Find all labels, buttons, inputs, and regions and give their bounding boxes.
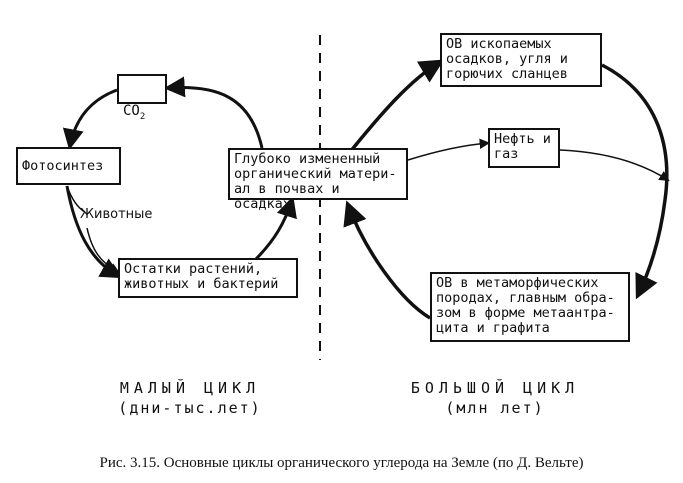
figure-caption: Рис. 3.15. Основные циклы органического … xyxy=(99,455,584,471)
arrow-deep-to-fossil xyxy=(348,59,445,154)
arrow-photosynthesis-to-remains xyxy=(65,185,122,279)
arrow-animals-to-remains xyxy=(86,227,120,274)
small-cycle-period: (дни-тыс.лет) xyxy=(118,399,262,417)
small-cycle-title: МАЛЫЙ ЦИКЛ xyxy=(119,379,261,397)
arrow-metamorphic-to-deep xyxy=(343,200,431,320)
arrow-photosynthesis-to-animals xyxy=(66,185,86,213)
co2-label: CO xyxy=(123,103,140,119)
big-cycle-period: (млн лет) xyxy=(445,399,545,417)
arrow-remains-to-deep xyxy=(253,195,297,262)
big-cycle-title: БОЛЬШОЙ ЦИКЛ xyxy=(410,379,580,397)
arrow-oil-gas-to-right xyxy=(559,149,670,182)
oil-gas-box: Нефть и газ xyxy=(488,128,560,168)
remains-box: Остатки растений, животных и бактерий xyxy=(118,258,298,298)
co2-subscript: 2 xyxy=(139,111,146,122)
deep-organic-box: Глубоко измененный органический матери- … xyxy=(228,148,408,212)
co2-box: CO2 xyxy=(117,74,167,122)
animals-label: Животные xyxy=(80,207,153,222)
photosynthesis-box: Фотосинтез xyxy=(16,147,121,185)
arrow-deep-to-co2 xyxy=(163,76,264,149)
metamorphic-om-box: ОВ в метаморфических породах, главным об… xyxy=(430,272,630,342)
arrow-deep-to-oil-gas xyxy=(407,138,491,161)
big-cycle-label: БОЛЬШОЙ ЦИКЛ (млн лет) xyxy=(355,378,635,418)
arrow-fossil-to-metamorphic xyxy=(601,63,669,300)
fossil-om-box: ОВ ископаемых осадков, угля и горючих сл… xyxy=(440,33,602,87)
arrow-co2-to-photosynthesis xyxy=(62,88,118,151)
small-cycle-label: МАЛЫЙ ЦИКЛ (дни-тыс.лет) xyxy=(70,378,310,418)
